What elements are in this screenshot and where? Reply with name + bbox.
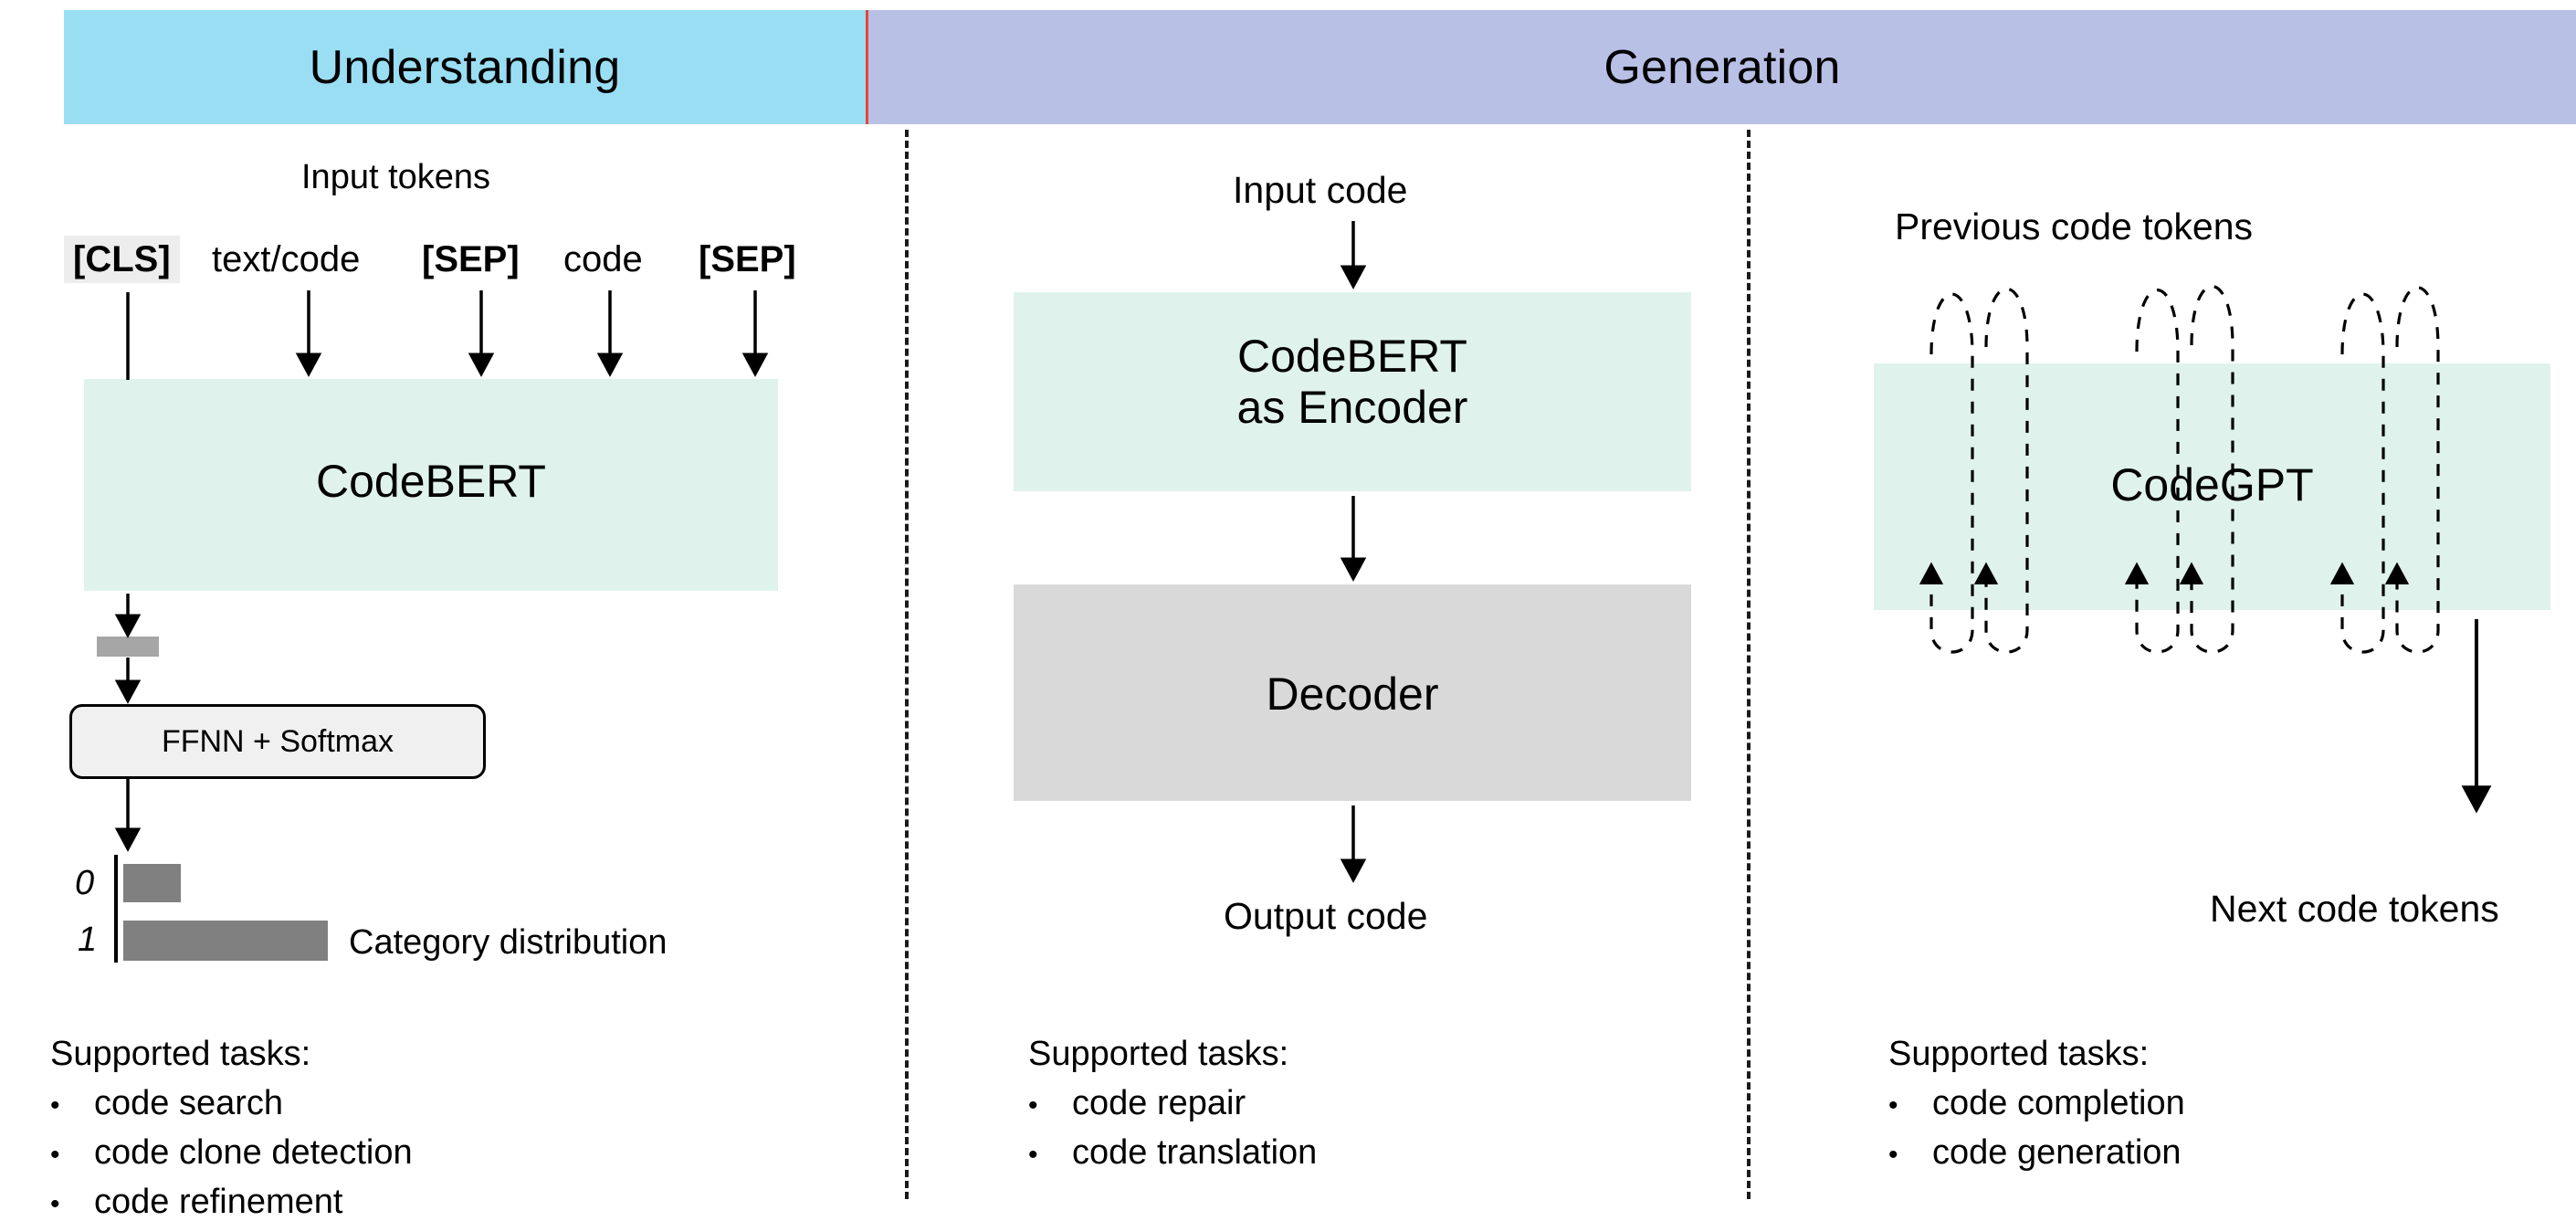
- category-distribution-label: Category distribution: [349, 923, 668, 962]
- bullet-icon: •: [1028, 1090, 1038, 1121]
- supported-tasks-list: • code repair • code translation: [1028, 1086, 1317, 1170]
- decoder-box: Decoder: [1014, 584, 1691, 801]
- next-code-tokens-caption: Next code tokens: [2210, 888, 2499, 930]
- list-item: • code clone detection: [50, 1135, 413, 1170]
- task-label: code refinement: [94, 1183, 343, 1221]
- supported-tasks-list: • code search • code clone detection • c…: [50, 1086, 413, 1219]
- output-code-caption: Output code: [1224, 895, 1428, 937]
- decoder-box-label: Decoder: [1266, 668, 1439, 720]
- codebert-encoder-label-line1: CodeBERT: [1237, 331, 1467, 382]
- codebert-encoder-box: CodeBERT as Encoder: [1014, 292, 1691, 491]
- token-cls: [CLS]: [64, 236, 180, 283]
- supported-tasks-title: Supported tasks:: [50, 1035, 311, 1073]
- header-understanding-label: Understanding: [309, 40, 621, 94]
- task-label: code search: [94, 1084, 284, 1122]
- supported-tasks-list: • code completion • code generation: [1888, 1086, 2185, 1170]
- column-divider-2: [1747, 130, 1751, 1199]
- category-label-1: 1: [78, 921, 98, 959]
- bullet-icon: •: [50, 1090, 60, 1121]
- task-label: code clone detection: [94, 1133, 413, 1172]
- token-sep-2: [SEP]: [699, 239, 796, 279]
- task-label: code translation: [1072, 1133, 1318, 1172]
- codegpt-box: CodeGPT: [1874, 363, 2550, 610]
- supported-tasks-title: Supported tasks:: [1888, 1035, 2150, 1073]
- bullet-icon: •: [1888, 1090, 1898, 1121]
- bullet-icon: •: [50, 1189, 60, 1219]
- ffnn-softmax-label: FFNN + Softmax: [161, 723, 394, 759]
- list-item: • code completion: [1888, 1086, 2185, 1121]
- supported-tasks-generation-codegpt: Supported tasks: • code completion • cod…: [1888, 1037, 2185, 1170]
- category-distribution-axis: [114, 855, 118, 963]
- codebert-encoder-label-line2: as Encoder: [1236, 382, 1468, 433]
- header-banner-understanding: Understanding: [64, 10, 866, 124]
- codebert-box: CodeBERT: [84, 379, 778, 591]
- header-split-divider: [866, 10, 868, 124]
- task-label: code completion: [1932, 1084, 2185, 1122]
- category-bar-1: [123, 921, 328, 961]
- bullet-icon: •: [1028, 1140, 1038, 1170]
- list-item: • code search: [50, 1086, 413, 1121]
- header-generation-label: Generation: [1603, 40, 1841, 94]
- bullet-icon: •: [1888, 1140, 1898, 1170]
- supported-tasks-title: Supported tasks:: [1028, 1035, 1289, 1073]
- token-sep-1: [SEP]: [422, 239, 520, 279]
- input-tokens-caption: Input tokens: [301, 158, 491, 196]
- previous-code-tokens-caption: Previous code tokens: [1895, 205, 2254, 247]
- column-divider-1: [905, 130, 909, 1199]
- task-label: code repair: [1072, 1084, 1246, 1122]
- list-item: • code generation: [1888, 1135, 2185, 1170]
- token-code: code: [563, 239, 643, 279]
- list-item: • code repair: [1028, 1086, 1317, 1121]
- token-text-code: text/code: [212, 239, 361, 279]
- supported-tasks-understanding: Supported tasks: • code search • code cl…: [50, 1037, 413, 1219]
- category-bar-0: [123, 864, 181, 902]
- cls-embedding-swatch: [97, 637, 159, 657]
- header-banner-generation: Generation: [868, 10, 2576, 124]
- task-label: code generation: [1932, 1133, 2182, 1172]
- codegpt-box-label: CodeGPT: [2110, 459, 2314, 511]
- list-item: • code refinement: [50, 1184, 413, 1219]
- codebert-box-label: CodeBERT: [316, 456, 546, 507]
- ffnn-softmax-box: FFNN + Softmax: [69, 704, 486, 779]
- supported-tasks-generation-encdec: Supported tasks: • code repair • code tr…: [1028, 1037, 1317, 1170]
- bullet-icon: •: [50, 1140, 60, 1170]
- list-item: • code translation: [1028, 1135, 1317, 1170]
- input-code-caption: Input code: [1233, 169, 1408, 211]
- category-label-0: 0: [75, 864, 95, 902]
